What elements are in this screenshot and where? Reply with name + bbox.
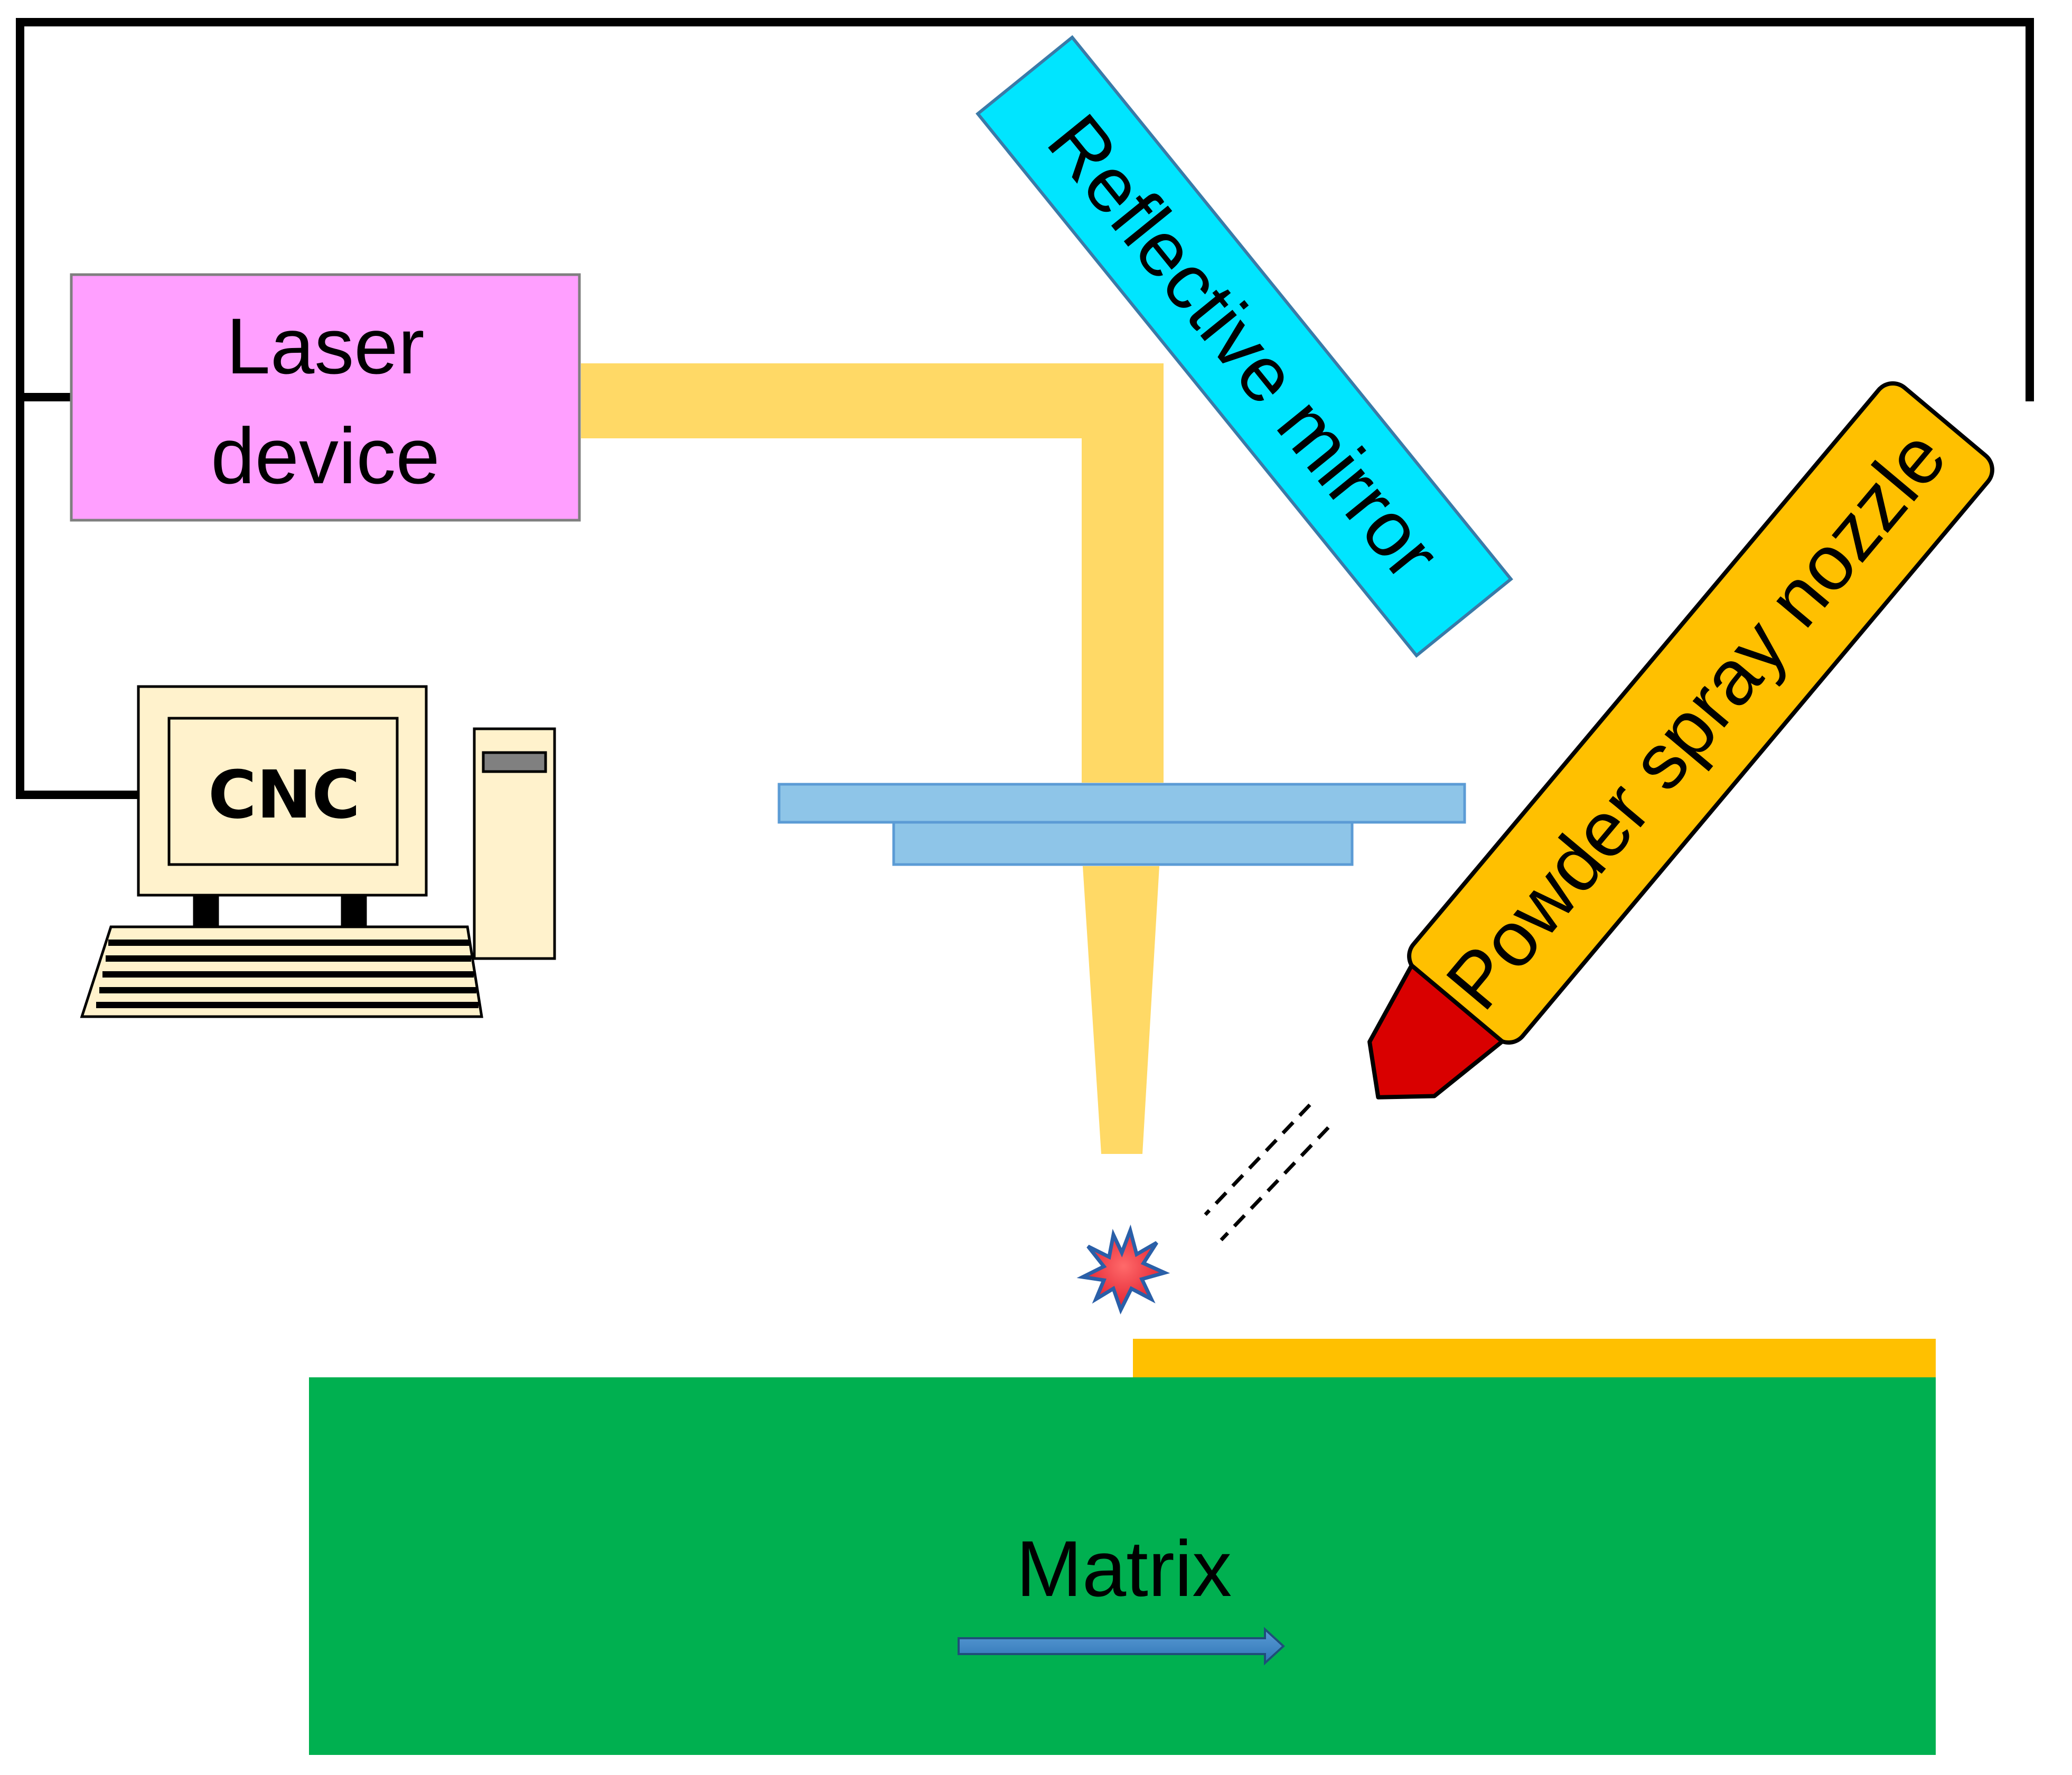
laser-beam — [581, 363, 1164, 1154]
powder-stream-line-1 — [1204, 1103, 1311, 1216]
matrix-label: Matrix — [1016, 1524, 1232, 1613]
cladding-layer — [1133, 1339, 1936, 1378]
desktop-computer-icon: CNC — [80, 685, 556, 1018]
reflective-mirror: Reflective mirror — [976, 35, 1513, 658]
monitor-stand-left — [193, 894, 219, 927]
matrix: Matrix — [309, 1339, 1936, 1755]
focusing-lens — [777, 783, 1466, 866]
lens-lower — [892, 821, 1354, 866]
reflective-mirror-body — [976, 35, 1513, 658]
wire-loop — [16, 18, 2034, 799]
control-wiring — [16, 18, 2034, 799]
nozzle-label: Powder spray nozzle — [1430, 414, 1963, 1025]
lens-upper — [777, 783, 1466, 824]
powder-stream-line-2 — [1220, 1126, 1330, 1242]
laser-beam-focused — [1083, 866, 1159, 1154]
matrix-block — [309, 1377, 1936, 1755]
keyboard-keys — [96, 940, 479, 1008]
laser-beam-upper — [581, 363, 1164, 783]
laser-device-label-line1: Laser — [226, 302, 424, 390]
cnc-label: CNC — [208, 757, 360, 833]
nozzle-tip — [1367, 963, 1505, 1100]
laser-device-box — [70, 273, 581, 522]
arrow-right-icon — [958, 1627, 1285, 1666]
powder-stream — [1204, 1103, 1330, 1242]
laser-device-label-line2: device — [211, 411, 440, 500]
laser-device: Laser device — [70, 273, 581, 522]
computer-drive-bay — [482, 751, 547, 773]
melt-pool-spark-icon — [1076, 1224, 1170, 1314]
computer-screen — [167, 717, 399, 866]
monitor-stand-right — [341, 894, 367, 927]
